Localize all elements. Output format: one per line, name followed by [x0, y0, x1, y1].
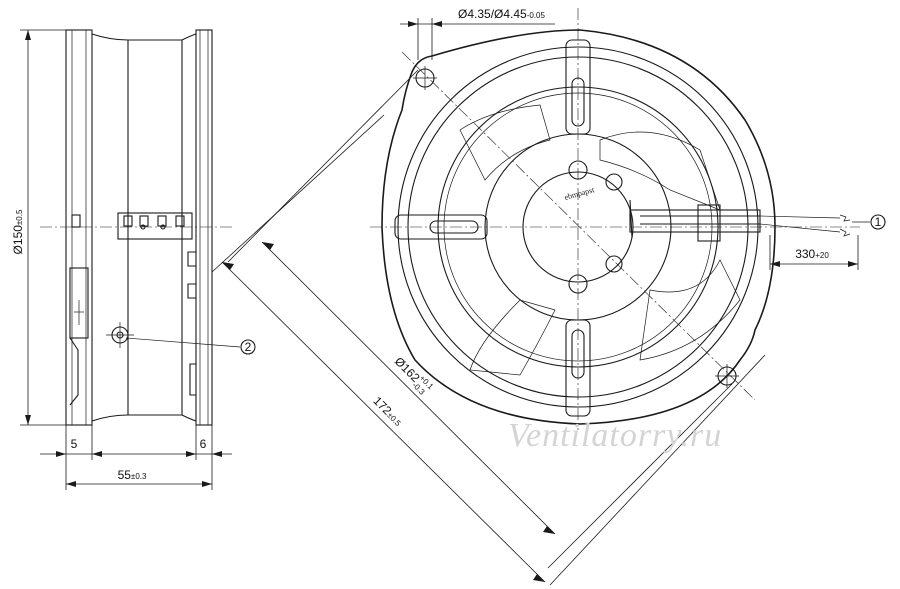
side-view: 2 Ø150±0.5 5 6 55±0.3	[11, 29, 256, 490]
flange-right-dim: 6	[200, 437, 207, 451]
callout-1: 1	[875, 215, 882, 229]
blade-1	[599, 131, 721, 211]
blade-3	[459, 104, 551, 181]
overall-dim-tolerance: ±0.5	[385, 411, 403, 429]
height-dim-label: Ø150	[11, 225, 25, 255]
front-view: ebmpapst 1	[211, 7, 886, 586]
svg-text:172±0.5: 172±0.5	[370, 394, 405, 429]
left-flange	[65, 29, 93, 426]
svg-text:55±0.3: 55±0.3	[118, 468, 147, 482]
ebmpapst-logo: ebmpapst	[563, 185, 596, 202]
hole-dim-tolerance: -0.05	[527, 11, 546, 20]
callout-2: 2	[245, 340, 252, 354]
callout-1-circle	[870, 214, 886, 230]
hole-dim-label: Ø4.35/Ø4.45	[458, 7, 527, 21]
blade-2	[469, 299, 556, 376]
svg-text:Ø150±0.5: Ø150±0.5	[11, 209, 25, 254]
width-dim-label: 55	[118, 468, 132, 482]
watermark: Ventilatorry.ru	[508, 417, 722, 454]
height-dim-tolerance: ±0.5	[15, 209, 24, 225]
svg-text:330+20: 330+20	[795, 247, 829, 261]
cable-bracket	[69, 267, 89, 339]
width-dim-tolerance: ±0.3	[131, 472, 147, 481]
cable-exit	[629, 199, 851, 242]
housing-bottom	[91, 414, 197, 422]
terminal-block	[117, 212, 193, 240]
cable-dim-label: 330	[795, 247, 815, 261]
right-flange	[195, 29, 213, 426]
fan-housing	[381, 29, 776, 425]
housing-top	[91, 33, 197, 41]
svg-text:Ø4.35/Ø4.45-0.05: Ø4.35/Ø4.45-0.05	[458, 7, 546, 21]
cable-dim-tolerance: +20	[815, 251, 829, 260]
blade-4	[639, 259, 741, 361]
callout-2-circle	[240, 339, 256, 355]
flange-left-dim: 5	[71, 437, 78, 451]
